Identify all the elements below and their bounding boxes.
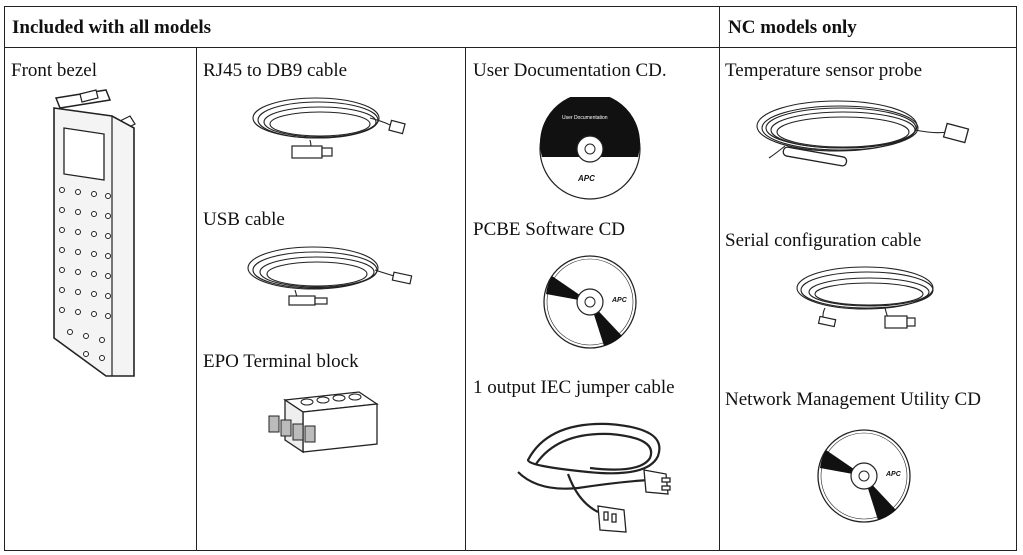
- rj45-cable-image: [252, 97, 406, 159]
- front-bezel-image: [53, 89, 136, 377]
- apc-logo: APC: [577, 174, 595, 183]
- user-doc-cd-label: User Documentation CD.: [473, 60, 667, 81]
- column-divider: [719, 7, 720, 550]
- apc-logo: APC: [885, 471, 902, 478]
- iec-cable-image: [517, 422, 671, 533]
- temp-probe-label: Temperature sensor probe: [725, 60, 923, 81]
- epo-block-image: [268, 391, 379, 454]
- apc-logo: APC: [611, 297, 628, 304]
- pcbe-cd-image: APC: [543, 255, 637, 349]
- front-bezel-label: Front bezel: [11, 60, 98, 81]
- column-divider: [196, 48, 197, 550]
- accessories-table: Included with all models NC models only: [4, 6, 1017, 551]
- nmu-cd-label: Network Management Utility CD: [725, 389, 981, 410]
- user-doc-cd-image: User Documentation APC: [539, 97, 641, 200]
- usb-cable-label: USB cable: [203, 209, 285, 230]
- rj45-cable-label: RJ45 to DB9 cable: [203, 60, 348, 81]
- column-divider: [465, 48, 466, 550]
- temp-probe-image: [756, 100, 970, 167]
- nmu-cd-image: APC: [817, 429, 911, 523]
- serial-cable-image: [796, 266, 934, 329]
- epo-block-label: EPO Terminal block: [203, 351, 359, 372]
- header-all-models: Included with all models: [5, 7, 721, 48]
- iec-cable-label: 1 output IEC jumper cable: [473, 377, 675, 398]
- usb-cable-image: [247, 246, 413, 306]
- cd-text: User Documentation: [562, 115, 608, 121]
- header-nc-only: NC models only: [721, 7, 1016, 48]
- pcbe-cd-label: PCBE Software CD: [473, 219, 625, 240]
- serial-cable-label: Serial configuration cable: [725, 230, 922, 251]
